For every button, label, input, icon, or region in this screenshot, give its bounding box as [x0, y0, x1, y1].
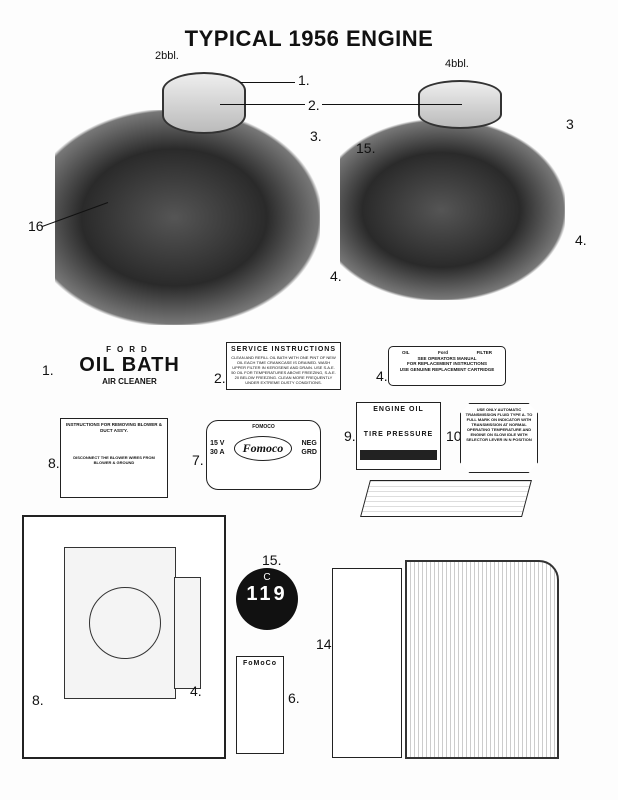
- callout-16: 16: [28, 218, 44, 234]
- decal-14-number: 14.: [316, 636, 336, 652]
- decal-engine-oil: ENGINE OIL TIRE PRESSURE: [356, 402, 441, 470]
- decal-7-amps: 30 A: [210, 448, 225, 456]
- decal-7-heading: FOMOCO: [252, 424, 275, 430]
- decal-6-number: 6.: [288, 690, 300, 706]
- engine-4bbl-label: 4bbl.: [445, 58, 469, 70]
- decal-oil-bath: FORD OIL BATH AIR CLEANER: [62, 345, 197, 386]
- decal-4-logo: Ford: [438, 350, 449, 355]
- engine-2bbl-illustration: [55, 110, 320, 325]
- decal-4-oil: OIL: [402, 350, 410, 355]
- decal-8-heading: INSTRUCTIONS FOR REMOVING BLOWER & DUCT …: [66, 422, 162, 433]
- decal-4-line1: SEE OPERATORS MANUAL: [417, 355, 477, 361]
- decal-1-top: FORD: [106, 345, 153, 354]
- decal-14-instructions: [332, 568, 402, 758]
- decal-service-instructions: SERVICE INSTRUCTIONS CLEAN AND REFILL OI…: [226, 342, 341, 390]
- decal-blower-instructions: INSTRUCTIONS FOR REMOVING BLOWER & DUCT …: [60, 418, 168, 498]
- decal-15-disc: C 119: [236, 568, 298, 630]
- decal-15-number: 15.: [262, 552, 282, 568]
- decal-9-heading: ENGINE OIL: [373, 406, 424, 413]
- callout-8-bottom: 8.: [32, 692, 44, 708]
- callout-3-right: 3: [566, 116, 574, 132]
- decal-2-number: 2.: [214, 370, 226, 386]
- decal-1-main: OIL BATH: [79, 354, 180, 376]
- decal-9-sub: TIRE PRESSURE: [363, 430, 434, 438]
- decal-4-filter: FILTER: [476, 350, 492, 355]
- decal-7-number: 7.: [192, 452, 204, 468]
- fomoco-logo: Fomoco: [233, 436, 293, 462]
- hood-underside-illustration: [360, 480, 532, 517]
- decal-2-body: CLEAN AND REFILL OIL BATH WITH ONE PINT …: [231, 354, 336, 385]
- decal-7-neg: NEG: [301, 440, 317, 447]
- decal-8-body: DISCONNECT THE BLOWER WIRES FROM BLOWER …: [73, 455, 155, 466]
- callout-4: 4.: [330, 268, 342, 284]
- decal-9-number: 9.: [344, 428, 356, 444]
- decal-15-main: 119: [246, 583, 288, 605]
- air-cleaner-2bbl: [162, 72, 246, 134]
- callout-3: 3.: [310, 128, 322, 144]
- callout-2: 2.: [308, 97, 320, 113]
- callout-1: 1.: [298, 72, 310, 88]
- decal-8-number: 8.: [48, 455, 60, 471]
- decal-10-body: USE ONLY AUTOMATIC TRANSMISSION FLUID TY…: [465, 407, 533, 442]
- callout-4-right: 4.: [575, 232, 587, 248]
- decal-4-number: 4.: [376, 368, 388, 384]
- decal-fomoco-tag: FoMoCo: [236, 656, 284, 754]
- decal-4-line2: FOR REPLACEMENT INSTRUCTIONS: [406, 361, 487, 367]
- decal-7-grd: GRD: [301, 448, 317, 456]
- engine-4bbl-illustration: [340, 120, 565, 300]
- decal-6-heading: FoMoCo: [243, 660, 277, 667]
- page-title: TYPICAL 1956 ENGINE: [184, 26, 434, 51]
- engine-2bbl-label: 2bbl.: [155, 50, 179, 62]
- callout-15: 15.: [356, 140, 376, 156]
- decal-4-line3: USE GENUINE REPLACEMENT CARTRIDGE: [399, 366, 495, 372]
- decal-7-voltage: 15 V: [210, 440, 225, 447]
- door-illustration: [405, 560, 559, 759]
- firewall-illustration: [22, 515, 226, 759]
- callout-4-bottom: 4.: [190, 683, 202, 699]
- decal-transmission-fluid: USE ONLY AUTOMATIC TRANSMISSION FLUID TY…: [460, 403, 538, 473]
- decal-15-top: C: [263, 572, 271, 583]
- decal-2-heading: SERVICE INSTRUCTIONS: [230, 346, 337, 353]
- decal-1-bottom: AIR CLEANER: [102, 377, 157, 386]
- decal-oil-filter: OIL Ford FILTER SEE OPERATORS MANUAL FOR R…: [388, 346, 506, 386]
- decal-1-number: 1.: [42, 362, 54, 378]
